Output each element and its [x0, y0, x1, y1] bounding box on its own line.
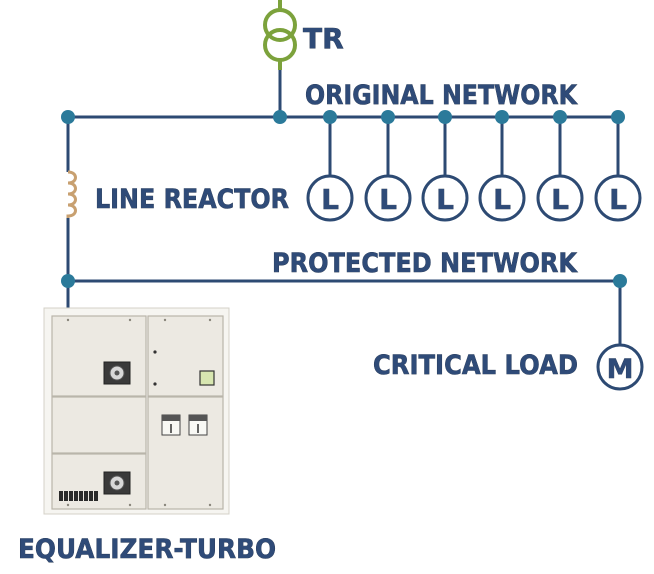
node — [61, 274, 75, 288]
meter-icon — [188, 414, 208, 436]
load-symbol: L — [536, 174, 584, 222]
node — [381, 110, 395, 124]
line-reactor-label: LINE REACTOR — [95, 184, 289, 215]
node — [495, 110, 509, 124]
load-symbol: L — [364, 174, 412, 222]
load-symbol: L — [306, 174, 354, 222]
node — [273, 110, 287, 124]
vent-grille — [59, 491, 98, 501]
critical-load-label: CRITICAL LOAD — [373, 350, 578, 381]
load-label: L — [321, 183, 339, 216]
transformer-label: TR — [303, 22, 344, 55]
node — [613, 274, 627, 288]
load-label: L — [493, 183, 511, 216]
load-symbol: L — [478, 174, 526, 222]
load-label: L — [609, 183, 627, 216]
junction-nodes — [61, 110, 627, 288]
load-symbols: L L L L L L — [306, 174, 642, 222]
original-network-label: ORIGINAL NETWORK — [305, 80, 578, 111]
equalizer-turbo-label: EQUALIZER-TURBO — [18, 534, 276, 565]
line-reactor-coil — [66, 170, 77, 218]
node — [323, 110, 337, 124]
equalizer-cabinet — [43, 307, 230, 515]
fan-icon — [103, 471, 131, 495]
transformer-symbol — [263, 0, 297, 70]
load-label: L — [379, 183, 397, 216]
load-symbol: L — [421, 174, 469, 222]
motor-symbol: M — [596, 343, 644, 391]
fan-icon — [103, 361, 131, 385]
protected-network-label: PROTECTED NETWORK — [272, 248, 578, 279]
meter-icon — [161, 414, 181, 436]
load-label: L — [551, 183, 569, 216]
motor-label: M — [607, 354, 634, 385]
display-icon — [199, 370, 215, 386]
node — [611, 110, 625, 124]
load-symbol: L — [594, 174, 642, 222]
load-label: L — [436, 183, 454, 216]
node — [61, 110, 75, 124]
node — [553, 110, 567, 124]
node — [438, 110, 452, 124]
